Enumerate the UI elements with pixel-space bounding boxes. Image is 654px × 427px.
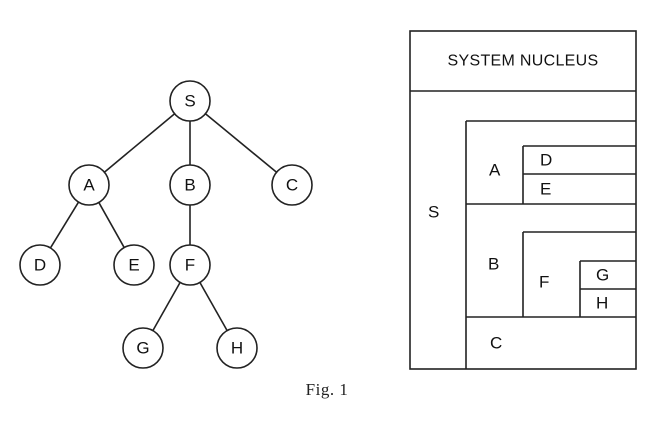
tree-node-circle (19, 244, 61, 286)
tree-node-g: G (122, 327, 164, 369)
tree-node-label: G (136, 339, 149, 358)
box-label-d: D (540, 151, 552, 170)
tree-edge-a-e (98, 202, 125, 248)
tree-edge-f-h (199, 282, 228, 331)
box-label-e: E (540, 180, 551, 199)
tree-node-a: A (68, 164, 110, 206)
tree-node-label: H (231, 339, 243, 358)
tree-node-label: F (185, 256, 195, 275)
tree-node-label: B (184, 176, 195, 195)
outer-box (409, 30, 637, 370)
tree-node-circle (122, 327, 164, 369)
system-nucleus-label: SYSTEM NUCLEUS (448, 53, 599, 70)
tree-node-circle (169, 244, 211, 286)
box-label-a: A (489, 161, 501, 180)
tree-node-circle (169, 80, 211, 122)
tree-node-label: E (128, 256, 139, 275)
tree-edge-s-c (204, 113, 278, 173)
box-label-c: C (490, 334, 502, 353)
tree-nodes: S A B C D E F G H (19, 80, 313, 369)
box-label-f: F (539, 273, 549, 292)
tree-node-h: H (216, 327, 258, 369)
tree-node-circle (113, 244, 155, 286)
tree-node-d: D (19, 244, 61, 286)
tree-node-e: E (113, 244, 155, 286)
tree-edge-s-a (103, 113, 176, 173)
box-label-g: G (596, 266, 609, 285)
box-label-h: H (596, 294, 608, 313)
tree-node-label: A (83, 176, 95, 195)
tree-edge-f-g (152, 282, 181, 331)
box-label-b: B (488, 255, 499, 274)
tree-node-label: D (34, 256, 46, 275)
tree-node-b: B (169, 164, 211, 206)
tree-edge-a-d (49, 201, 80, 249)
nesting-diagram: SYSTEM NUCLEUS S A D E B F G H (409, 30, 637, 370)
tree-node-circle (169, 164, 211, 206)
tree-node-circle (68, 164, 110, 206)
tree-node-circle (271, 164, 313, 206)
tree-edges (49, 113, 278, 331)
tree-node-f: F (169, 244, 211, 286)
tree-node-c: C (271, 164, 313, 206)
tree-node-label: S (184, 92, 195, 111)
figure-caption: Fig. 1 (305, 380, 349, 399)
tree-node-circle (216, 327, 258, 369)
box-label-s: S (428, 203, 439, 222)
tree-node-s: S (169, 80, 211, 122)
tree-node-label: C (286, 176, 298, 195)
